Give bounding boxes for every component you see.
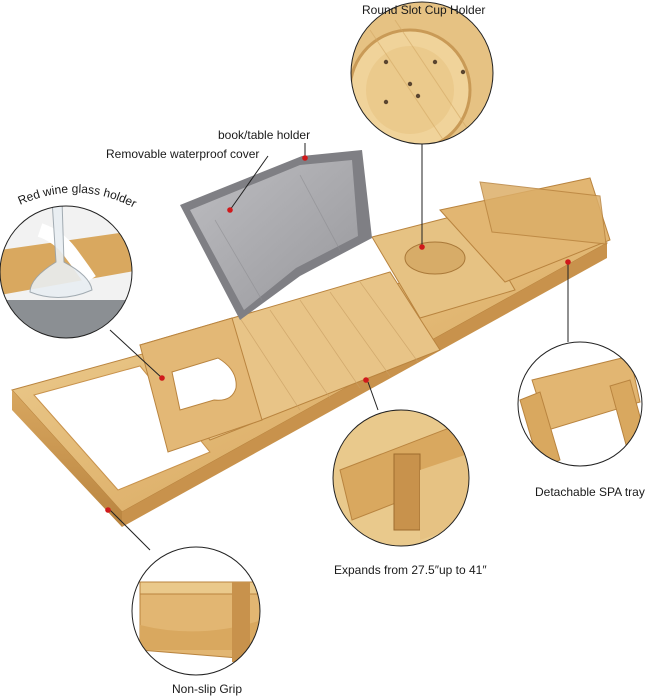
marker-cover: [227, 207, 233, 213]
label-wine-holder-text: Red wine glass holder: [16, 182, 139, 211]
center-board-grain: [239, 281, 419, 411]
grip-inset: [131, 546, 261, 676]
waterproof-cover: [190, 160, 358, 310]
cup-holder-inset: [350, 1, 494, 145]
marker-book-holder: [302, 155, 308, 161]
leader-lines: [109, 143, 569, 551]
tray-frame-side-edge: [122, 243, 607, 527]
label-expands: Expands from 27.5″up to 41″: [334, 563, 487, 577]
book-holder: [180, 150, 372, 320]
wine-glass-inset: [0, 205, 133, 339]
expands-inset: [332, 409, 470, 547]
label-waterproof-cover: Removable waterproof cover: [106, 147, 260, 161]
bath-caddy-tray: [11, 177, 611, 527]
label-spa-tray: Detachable SPA tray: [535, 485, 645, 499]
red-markers: [105, 155, 571, 513]
wine-slot: [171, 357, 237, 411]
label-wine-holder: Red wine glass holder: [16, 182, 139, 211]
marker-grip: [105, 507, 111, 513]
marker-cup-holder: [419, 244, 425, 250]
label-cup-holder: Round Slot Cup Holder: [362, 3, 486, 17]
marker-expands: [363, 377, 369, 383]
tray-open-section: [33, 365, 211, 491]
label-book-holder: book/table holder: [218, 128, 311, 142]
spa-tray-inset: [517, 341, 643, 467]
marker-wine: [159, 375, 165, 381]
label-grip: Non-slip Grip: [172, 682, 243, 696]
tray-frame-front-edge: [12, 390, 122, 527]
cup-holder-slot: [404, 241, 466, 275]
marker-spa: [565, 259, 571, 265]
